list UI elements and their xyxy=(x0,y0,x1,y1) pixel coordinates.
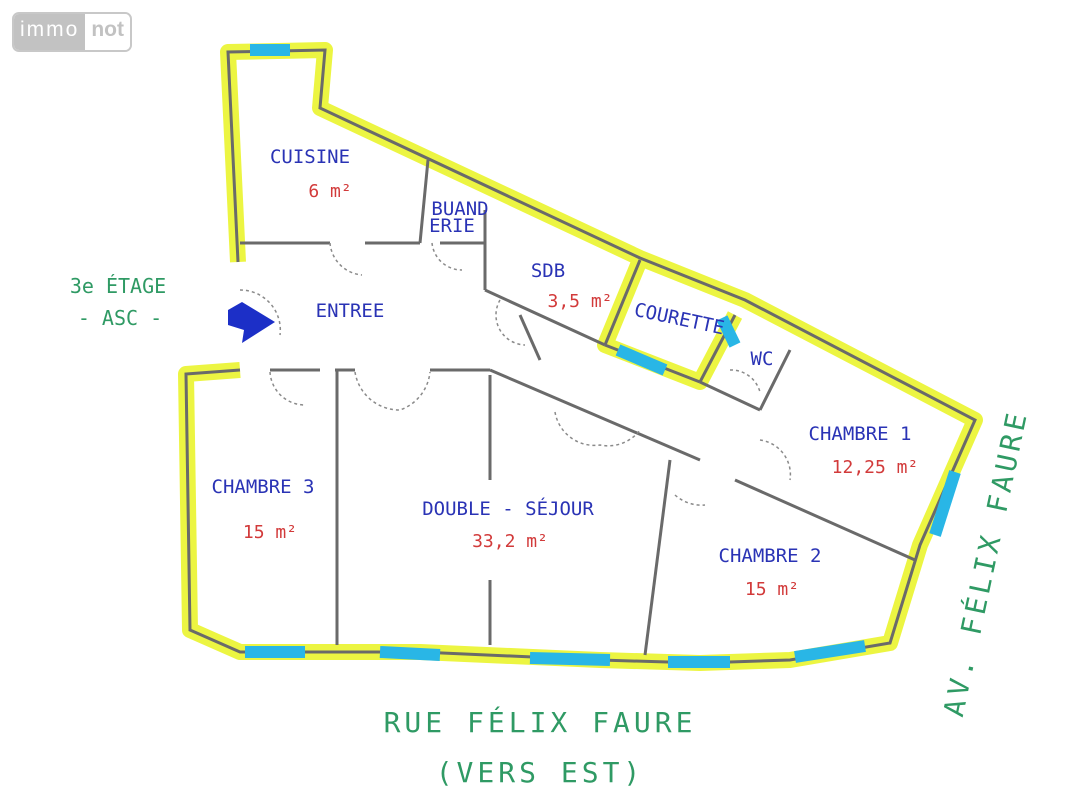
entrance-arrow-icon xyxy=(228,302,275,343)
room-label-buanderie-2: ERIE xyxy=(429,215,475,237)
room-label-double-sejour: DOUBLE - SÉJOUR xyxy=(422,497,594,520)
floor-label: 3e ÉTAGE xyxy=(70,274,166,298)
room-label-entree: ENTREE xyxy=(316,300,385,322)
room-label-chambre-2: CHAMBRE 2 xyxy=(719,545,822,567)
room-label-sdb: SDB xyxy=(531,260,565,282)
area-label-chambre-3: 15 m² xyxy=(243,522,297,543)
area-label-chambre-1: 12,25 m² xyxy=(832,457,919,478)
area-label-double-sejour: 33,2 m² xyxy=(472,531,548,552)
street-label-south: RUE FÉLIX FAURE xyxy=(384,705,697,739)
logo-text-immo: immo xyxy=(14,14,86,50)
room-label-chambre-1: CHAMBRE 1 xyxy=(809,423,912,445)
door-swings xyxy=(239,242,792,506)
area-label-sdb: 3,5 m² xyxy=(547,291,612,312)
room-label-courette: COURETTE xyxy=(632,299,726,340)
room-label-wc: WC xyxy=(751,348,774,370)
room-label-chambre-3: CHAMBRE 3 xyxy=(212,476,315,498)
windows xyxy=(245,44,961,668)
immonot-logo: immo not xyxy=(12,12,132,52)
elevator-label: - ASC - xyxy=(78,306,162,330)
exterior-wall-highlight xyxy=(178,42,983,671)
street-direction-label: (VERS EST) xyxy=(436,756,645,789)
area-label-chambre-2: 15 m² xyxy=(745,579,799,600)
street-label-east: AV. FÉLIX FAURE xyxy=(936,406,1034,719)
area-label-cuisine: 6 m² xyxy=(308,181,351,202)
logo-text-not: not xyxy=(85,14,130,50)
room-label-buanderie-1: BUAND xyxy=(431,198,488,220)
room-label-cuisine: CUISINE xyxy=(270,146,350,168)
